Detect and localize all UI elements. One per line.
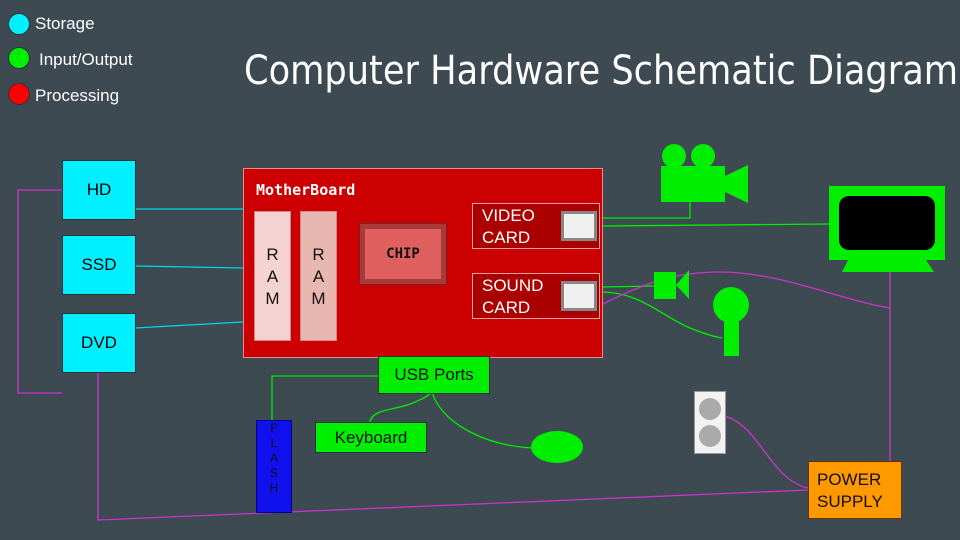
ram-module-2-label: R A M (311, 245, 326, 308)
cpu-chip[interactable]: CHIP (359, 223, 447, 285)
processing-legend-label: Processing (35, 86, 120, 105)
cpu-chip-label: CHIP (365, 229, 441, 279)
microphone-icon (713, 287, 749, 356)
flash-drive-label: F L A S H (269, 421, 279, 495)
speaker-icon[interactable] (694, 391, 726, 454)
keyboard-wire (369, 391, 433, 423)
processing-legend-swatch (8, 83, 30, 105)
flash-drive[interactable]: F L A S H (256, 420, 292, 513)
speaker-cone-bottom (699, 425, 721, 447)
keyboard[interactable]: Keyboard (315, 422, 427, 453)
mouse-icon (531, 431, 583, 463)
dvd-wire (134, 321, 244, 329)
storage-legend-swatch (8, 13, 30, 35)
motherboard[interactable]: MotherBoard R A M R A M CHIP VIDEO CARD … (243, 168, 603, 358)
power-wire-board (600, 271, 891, 309)
ssd-box[interactable]: SSD (62, 235, 136, 295)
power-supply[interactable]: POWER SUPPLY (808, 461, 902, 519)
mouse-wire (431, 391, 533, 449)
power-wire-storage (17, 189, 62, 394)
ram-module-1[interactable]: R A M (254, 211, 291, 341)
power-wire-main (97, 372, 809, 521)
io-legend-swatch (8, 47, 30, 69)
power-wire-speaker (723, 415, 809, 489)
power-supply-label: POWER SUPPLY (817, 470, 883, 511)
storage-legend-label: Storage (35, 14, 95, 33)
sound-card-port[interactable] (561, 281, 597, 311)
video-card-port[interactable] (561, 211, 597, 241)
camera-wire (601, 202, 691, 219)
ram-module-1-label: R A M (265, 245, 280, 308)
ram-module-2[interactable]: R A M (300, 211, 337, 341)
monitor-icon (829, 186, 945, 272)
speaker-cone-top (699, 398, 721, 420)
video-card-label: VIDEO CARD (482, 206, 535, 247)
hd-box[interactable]: HD (62, 160, 136, 220)
mic-wire (600, 291, 723, 339)
camera-icon (654, 270, 689, 299)
dvd-box[interactable]: DVD (62, 313, 136, 373)
usb-ports[interactable]: USB Ports (378, 356, 490, 394)
motherboard-label: MotherBoard (256, 181, 356, 199)
ssd-wire (134, 265, 244, 269)
io-legend-label: Input/Output (39, 50, 133, 69)
sound-card-label: SOUND CARD (482, 276, 544, 317)
monitor-wire (600, 223, 831, 227)
flash-wire (271, 375, 378, 420)
video-camera-icon (661, 144, 748, 203)
small-camera-wire (600, 285, 655, 288)
